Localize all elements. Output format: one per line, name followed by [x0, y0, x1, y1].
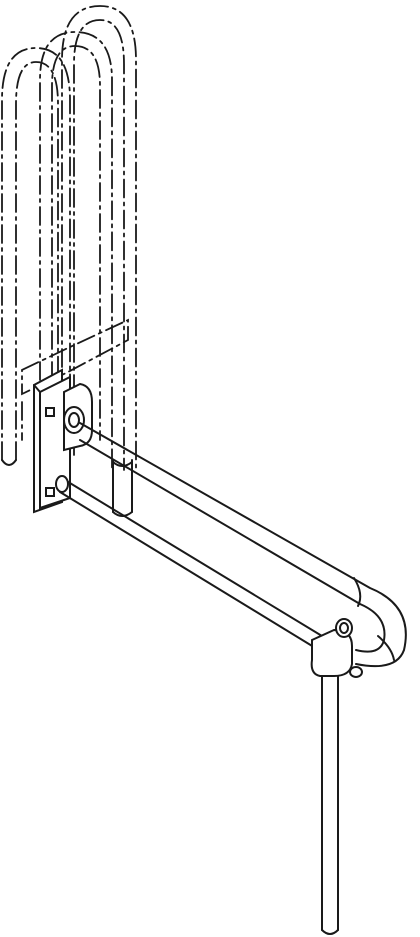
raised-middle-loop-outer	[39, 31, 113, 471]
hinge-pivot-core	[68, 412, 80, 428]
raised-leg-block	[21, 318, 129, 396]
raised-front-loop-inner	[15, 61, 59, 461]
wall-plate-edge	[33, 384, 41, 393]
leg-joint-pivot-core	[339, 622, 349, 634]
wall-plate-screw-bottom	[45, 487, 55, 497]
upper-rail-bend-mark-1	[353, 577, 362, 607]
support-leg-foot	[321, 929, 339, 935]
raised-position-outline	[1, 5, 137, 471]
raised-middle-loop-inner	[51, 45, 101, 441]
wall-plate-screw-top	[45, 407, 55, 417]
center-post-bottom	[112, 511, 133, 517]
upper-u-rail	[79, 422, 407, 668]
lower-rail-bottom-edge	[59, 491, 323, 653]
leg-joint-lower-nut	[349, 666, 363, 678]
center-post	[112, 459, 133, 517]
raised-front-loop-foot	[1, 459, 17, 466]
center-post-top-ring	[112, 461, 133, 467]
raised-rear-loop-inner	[73, 19, 125, 471]
upper-rail-outer-edge	[79, 422, 407, 668]
upper-rail-bend-mark-2	[377, 635, 395, 661]
raised-rear-loop-outer	[61, 5, 137, 471]
lower-rail-wall-end-cap	[55, 475, 69, 493]
leg-joint	[310, 618, 363, 678]
lower-rail	[55, 475, 323, 653]
raised-front-loop-outer	[1, 47, 71, 461]
support-leg	[321, 675, 339, 935]
upper-rail-inner-edge	[79, 439, 386, 653]
hinge-housing	[63, 382, 93, 452]
lower-rail-top-edge	[59, 476, 323, 637]
